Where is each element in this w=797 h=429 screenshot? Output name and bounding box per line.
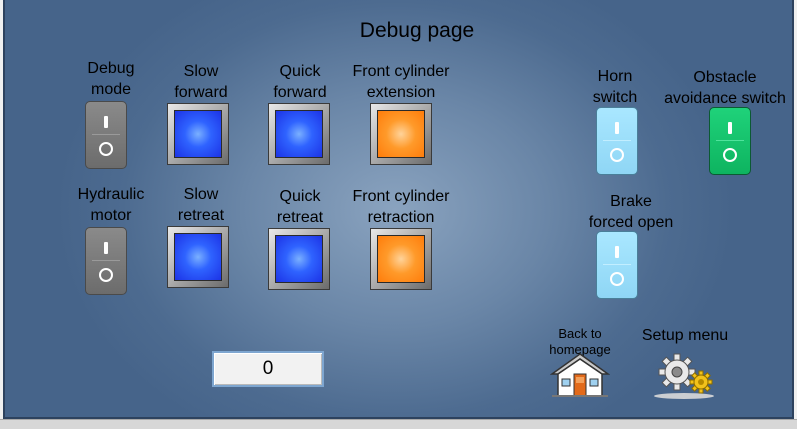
quick-retreat-label: Quick retreat: [260, 186, 340, 228]
obstacle-avoidance-label-line2: avoidance switch: [664, 90, 786, 107]
debug-mode-label-line1: Debug: [87, 60, 135, 77]
lamp-face: [275, 235, 323, 283]
switch-on-mark: [728, 122, 732, 134]
quick-retreat-label-line1: Quick: [279, 188, 321, 205]
front-cylinder-extension-button[interactable]: [370, 103, 432, 165]
slow-forward-button[interactable]: [167, 103, 229, 165]
switch-on-mark: [615, 122, 619, 134]
debug-mode-label: Debug mode: [71, 58, 151, 100]
lamp-face: [174, 110, 222, 158]
hydraulic-motor-label-line2: motor: [90, 207, 132, 224]
hydraulic-motor-switch[interactable]: [85, 227, 127, 295]
lamp-face: [275, 110, 323, 158]
switch-divider: [716, 140, 744, 141]
switch-on-mark: [104, 242, 108, 254]
slow-retreat-label: Slow retreat: [161, 184, 241, 226]
value-display-field[interactable]: 0: [212, 351, 324, 387]
brake-label-line1: Brake: [610, 193, 652, 210]
horn-switch[interactable]: [596, 107, 638, 175]
switch-divider: [92, 134, 120, 135]
quick-retreat-button[interactable]: [268, 228, 330, 290]
slow-forward-label-line2: forward: [174, 84, 228, 101]
slow-retreat-label-line2: retreat: [177, 207, 225, 224]
brake-forced-open-label: Brake forced open: [573, 191, 689, 233]
quick-forward-label-line1: Quick: [279, 63, 321, 80]
page-title: Debug page: [359, 19, 475, 42]
switch-on-mark: [615, 246, 619, 258]
back-to-homepage-button[interactable]: [549, 352, 611, 398]
debug-panel: Debug page Debug mode Slow forward Quick…: [3, 0, 794, 419]
slow-forward-label-line1: Slow: [183, 63, 219, 80]
quick-forward-label-line2: forward: [273, 84, 327, 101]
obstacle-avoidance-switch-label: Obstacle avoidance switch: [657, 67, 793, 109]
debug-mode-switch[interactable]: [85, 101, 127, 169]
gears-icon: [654, 353, 714, 399]
front-cylinder-retraction-label-line2: retraction: [367, 209, 435, 226]
horn-switch-label-line1: Horn: [597, 68, 633, 85]
slow-retreat-button[interactable]: [167, 226, 229, 288]
slow-retreat-label-line1: Slow: [183, 186, 219, 203]
switch-off-mark: [99, 268, 113, 282]
horn-switch-label: Horn switch: [577, 66, 653, 108]
front-cylinder-retraction-label: Front cylinder retraction: [339, 186, 463, 228]
switch-divider: [603, 264, 631, 265]
front-cylinder-retraction-button[interactable]: [370, 228, 432, 290]
setup-menu-label: Setup menu: [641, 327, 729, 344]
quick-retreat-label-line2: retreat: [276, 209, 324, 226]
quick-forward-label: Quick forward: [260, 61, 340, 103]
front-cylinder-retraction-label-line1: Front cylinder: [352, 188, 450, 205]
home-label-line1: Back to: [558, 326, 602, 341]
quick-forward-button[interactable]: [268, 103, 330, 165]
lamp-face: [377, 110, 425, 158]
switch-off-mark: [610, 148, 624, 162]
front-cylinder-extension-label-line2: extension: [366, 84, 436, 101]
switch-divider: [92, 260, 120, 261]
debug-mode-label-line2: mode: [90, 81, 132, 98]
front-cylinder-extension-label: Front cylinder extension: [339, 61, 463, 103]
home-label-line2: homepage: [549, 342, 611, 357]
house-icon: [549, 353, 611, 397]
switch-off-mark: [610, 272, 624, 286]
obstacle-avoidance-switch[interactable]: [709, 107, 751, 175]
brake-forced-open-switch[interactable]: [596, 231, 638, 299]
slow-forward-label: Slow forward: [161, 61, 241, 103]
bottom-status-strip: [0, 419, 797, 429]
hydraulic-motor-label: Hydraulic motor: [65, 184, 157, 226]
brake-label-line2: forced open: [588, 214, 674, 231]
setup-menu-button[interactable]: [651, 352, 717, 400]
switch-on-mark: [104, 116, 108, 128]
switch-off-mark: [723, 148, 737, 162]
switch-divider: [603, 140, 631, 141]
lamp-face: [377, 235, 425, 283]
hydraulic-motor-label-line1: Hydraulic: [77, 186, 145, 203]
obstacle-avoidance-label-line1: Obstacle: [693, 69, 757, 86]
back-to-homepage-label: Back to homepage: [542, 326, 618, 358]
switch-off-mark: [99, 142, 113, 156]
lamp-face: [174, 233, 222, 281]
horn-switch-label-line2: switch: [592, 89, 638, 106]
front-cylinder-extension-label-line1: Front cylinder: [352, 63, 450, 80]
